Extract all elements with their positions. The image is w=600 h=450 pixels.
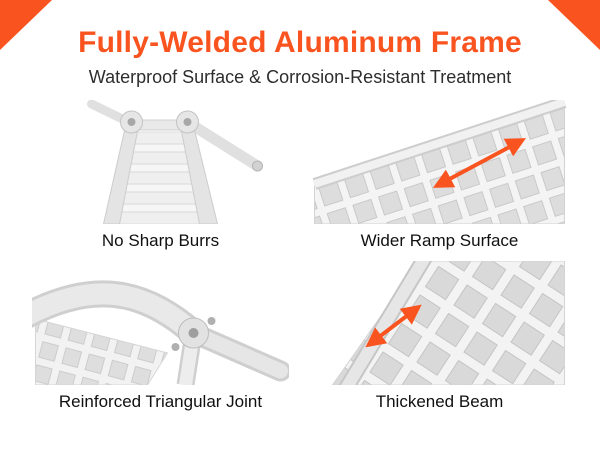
feature-panel-wider-ramp-surface: Wider Ramp Surface bbox=[311, 100, 568, 251]
ramp-surface-photo bbox=[311, 100, 568, 224]
feature-caption: Wider Ramp Surface bbox=[360, 231, 519, 250]
header: Fully-Welded Aluminum Frame Waterproof S… bbox=[0, 0, 600, 88]
feature-caption: Reinforced Triangular Joint bbox=[58, 392, 263, 411]
corner-accent-triangle-left bbox=[0, 0, 52, 50]
feature-panel-no-sharp-burrs: No Sharp Burrs bbox=[32, 100, 289, 251]
feature-caption: Thickened Beam bbox=[375, 392, 504, 411]
feature-panel-reinforced-joint: Reinforced Triangular Joint bbox=[32, 261, 289, 412]
feature-caption: No Sharp Burrs bbox=[101, 231, 220, 250]
folded-ramp-photo bbox=[32, 100, 289, 224]
page-subtitle: Waterproof Surface & Corrosion-Resistant… bbox=[88, 67, 512, 87]
corner-accent-triangle-right bbox=[548, 0, 600, 50]
feature-panel-thickened-beam: Thickened Beam bbox=[311, 261, 568, 412]
beam-closeup-photo bbox=[311, 261, 568, 385]
thickness-arrow-icon bbox=[365, 304, 422, 348]
page-title: Fully-Welded Aluminum Frame bbox=[78, 26, 522, 59]
joint-closeup-photo bbox=[32, 261, 289, 385]
width-arrow-icon bbox=[432, 138, 527, 188]
feature-grid: No Sharp Burrs bbox=[0, 88, 600, 412]
